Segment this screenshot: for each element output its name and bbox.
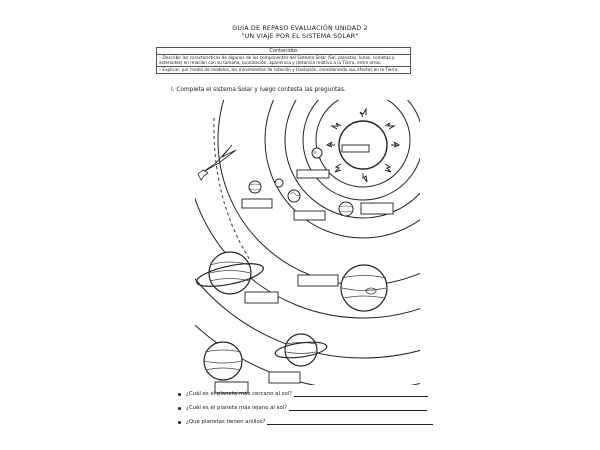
comet-orbit bbox=[213, 117, 251, 261]
mercury-icon bbox=[311, 147, 323, 159]
worksheet-title: GUIA DE REPASO EVALUACIÓN UNIDAD 2 bbox=[232, 25, 368, 32]
bullet-icon bbox=[178, 392, 181, 396]
question-2: ¿Cuál es el planeta más lejano al sol? bbox=[178, 405, 428, 411]
orbit-8 bbox=[195, 324, 420, 385]
question-1-text: ¿Cuál es el planeta más cercano al sol? bbox=[186, 391, 293, 397]
contents-item-2: – Explicar, por medio de modelos, los mo… bbox=[157, 65, 410, 72]
orbit-2 bbox=[302, 100, 420, 201]
question-2-text: ¿Cuál es el planeta más lejano al sol? bbox=[186, 405, 288, 411]
orbit-7 bbox=[195, 278, 420, 359]
orbit-1 bbox=[315, 100, 411, 188]
saturn-icon bbox=[196, 251, 264, 295]
uranus-icon bbox=[274, 333, 328, 367]
earth-icon bbox=[287, 189, 301, 203]
mars-icon bbox=[248, 180, 262, 194]
answer-line-3[interactable] bbox=[267, 423, 434, 425]
label-box-jupiter bbox=[297, 274, 339, 287]
contents-heading: Contenidos bbox=[157, 48, 410, 55]
orbit-6 bbox=[195, 197, 420, 319]
bullet-icon bbox=[178, 420, 181, 424]
label-box-sun bbox=[341, 144, 370, 153]
label-box-earth bbox=[293, 210, 326, 221]
orbit-4 bbox=[264, 100, 420, 239]
label-box-neptune bbox=[214, 381, 249, 394]
question-3-text: ¿Qué planetas tienen anillos? bbox=[186, 419, 266, 425]
question-3: ¿Qué planetas tienen anillos? bbox=[178, 419, 434, 425]
answer-line-1[interactable] bbox=[294, 395, 429, 397]
orbit-3 bbox=[284, 100, 420, 219]
contents-item-1: – Describir las características de algun… bbox=[159, 55, 395, 66]
label-box-saturn bbox=[244, 291, 279, 304]
label-boxes bbox=[214, 144, 394, 394]
orbit-lines bbox=[195, 100, 420, 385]
label-box-mercury bbox=[296, 169, 330, 179]
neptune-icon bbox=[203, 341, 243, 381]
label-box-mars bbox=[360, 202, 394, 215]
venus-icon bbox=[274, 178, 284, 188]
worksheet-subtitle: "UN VIAJE POR EL SISTEMA SOLAR" bbox=[241, 33, 359, 40]
section-instruction: I. Completa el sistema Solar y luego con… bbox=[171, 87, 346, 93]
contents-box: Contenidos – Describir las característic… bbox=[156, 47, 411, 74]
answer-line-2[interactable] bbox=[289, 409, 428, 411]
comet-icon bbox=[197, 144, 237, 181]
bullet-icon bbox=[178, 406, 181, 410]
label-box-venus bbox=[241, 198, 273, 209]
planet-small-icon bbox=[338, 201, 354, 217]
jupiter-icon bbox=[340, 264, 388, 312]
label-box-uranus bbox=[268, 371, 301, 384]
question-1: ¿Cuál es el planeta más cercano al sol? bbox=[178, 391, 429, 397]
